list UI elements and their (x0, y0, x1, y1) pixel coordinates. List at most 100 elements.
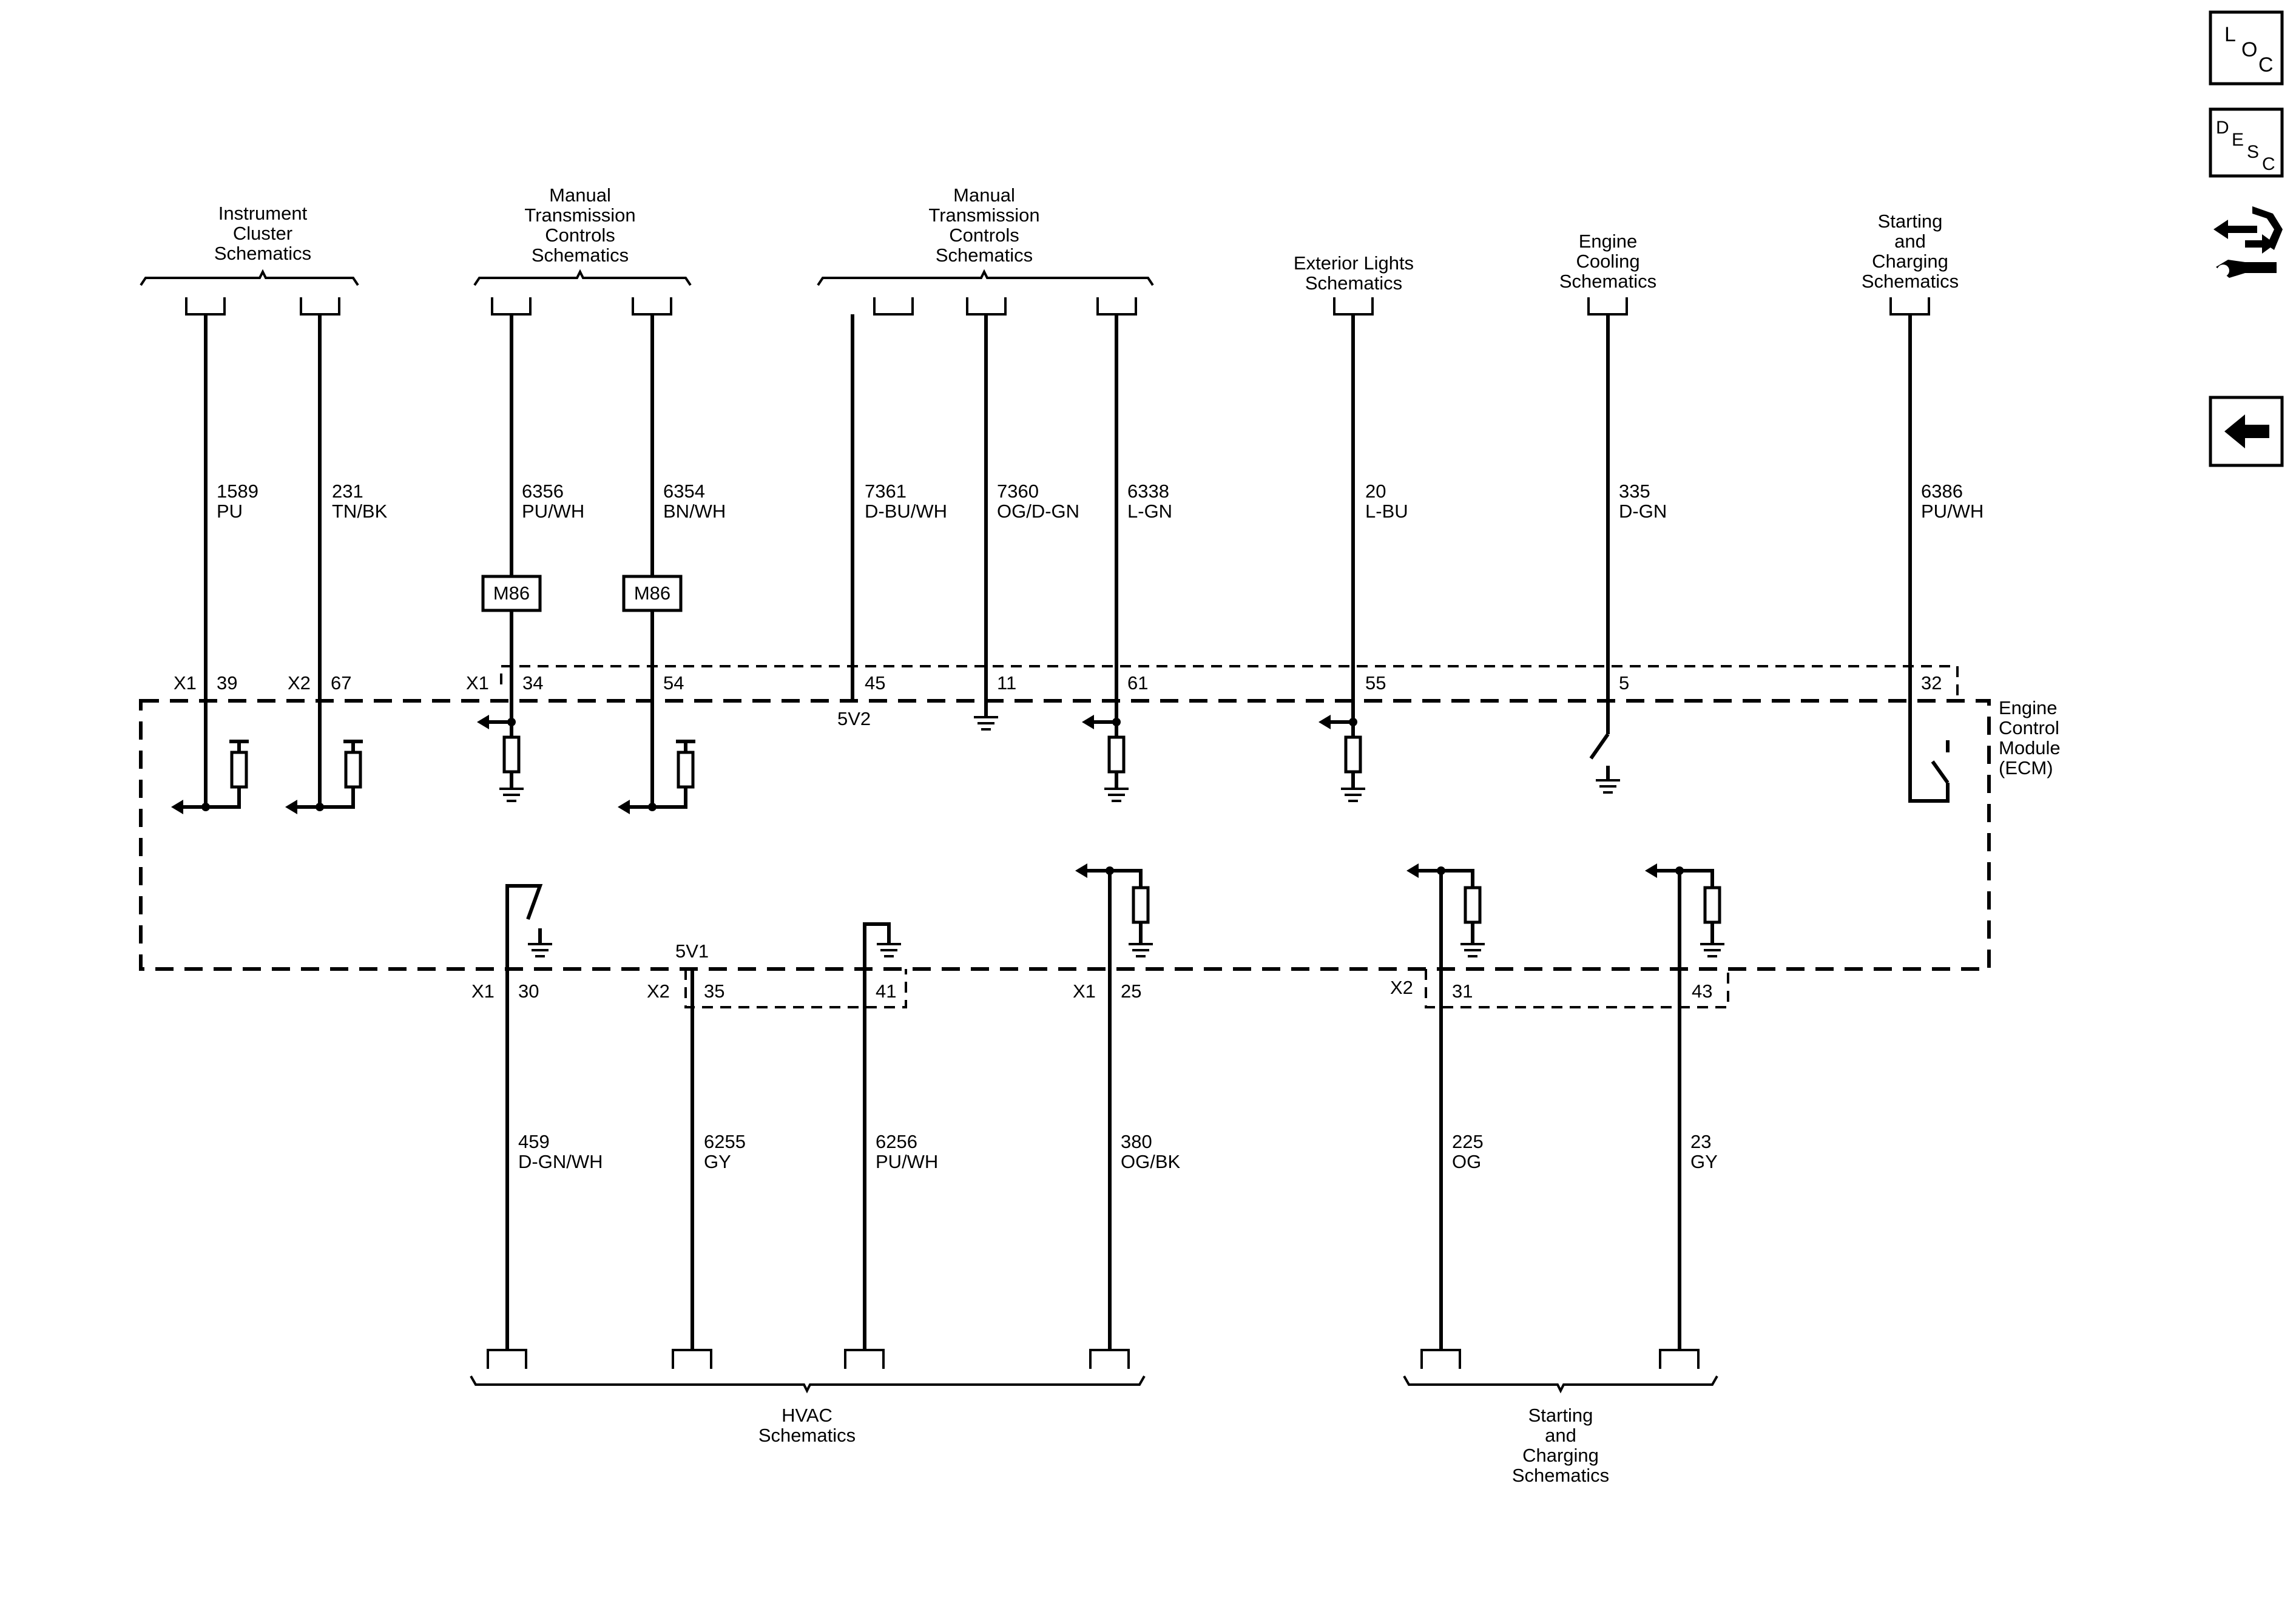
circuit-number: 6386 (1921, 481, 1963, 502)
terminal (966, 297, 1007, 316)
connector-label: X2 (647, 981, 670, 1002)
svg-text:L: L (2224, 23, 2236, 46)
svg-text:C: C (2258, 53, 2274, 76)
module-label: Module (1999, 737, 2061, 758)
circuit-number: 6338 (1127, 481, 1169, 502)
pin-number: 54 (663, 672, 684, 694)
header-line: Cluster (233, 223, 292, 244)
svg-text:Charging: Charging (1522, 1445, 1599, 1466)
pin-number: 39 (217, 672, 237, 694)
voltage-ref-label: 5V1 (675, 940, 709, 962)
connector-label: X1 (466, 672, 489, 694)
wire-color: PU/WH (522, 501, 584, 522)
header-brace (473, 269, 692, 286)
wire-color: PU/WH (1921, 501, 1984, 522)
svg-text:Starting: Starting (1878, 211, 1943, 232)
internal-circuit-top (171, 715, 1950, 814)
connector-label: X1 (471, 981, 495, 1002)
terminal (1333, 297, 1374, 316)
desc-button[interactable]: D E S C (2209, 107, 2284, 178)
svg-text:Manual: Manual (549, 184, 611, 206)
svg-text:and: and (1894, 231, 1926, 252)
internal-circuit-bottom (505, 863, 1724, 969)
svg-text:Charging: Charging (1872, 251, 1948, 272)
wire-color: TN/BK (332, 501, 388, 522)
circuit-number: 459 (518, 1131, 550, 1152)
wire-6386 (1908, 314, 1950, 803)
pin-number: 31 (1452, 981, 1473, 1002)
svg-text:Exterior Lights: Exterior Lights (1294, 252, 1414, 274)
svg-text:and: and (1545, 1425, 1576, 1446)
wire-color: L-GN (1127, 501, 1172, 522)
svg-text:Controls: Controls (949, 224, 1019, 246)
header-brace (817, 269, 1154, 286)
svg-text:E: E (2232, 130, 2244, 150)
circuit-number: 6256 (876, 1131, 917, 1152)
circuit-number: 23 (1690, 1131, 1711, 1152)
svg-text:D: D (2216, 118, 2229, 138)
terminal (1659, 1349, 1700, 1369)
header-engine-cooling: Engine Cooling Schematics (1559, 231, 1656, 292)
header-brace (140, 269, 359, 286)
bottom-wires (505, 969, 1681, 1350)
svg-text:Manual: Manual (953, 184, 1015, 206)
svg-text:M86: M86 (634, 582, 670, 604)
inline-connector-m86-a: M86 (481, 575, 542, 612)
circuit-number: 1589 (217, 481, 258, 502)
terminal (1089, 1349, 1130, 1369)
terminal (672, 1349, 712, 1369)
svg-text:HVAC: HVAC (782, 1405, 832, 1426)
wire-color: D-BU/WH (865, 501, 947, 522)
wire-color: D-GN (1619, 501, 1667, 522)
back-arrow-icon[interactable] (2209, 396, 2284, 467)
pin-number: 55 (1365, 672, 1386, 694)
pin-number: 67 (331, 672, 351, 694)
top-pin-labels: X1 39 X2 67 X1 34 54 45 11 61 55 5 32 5V… (174, 672, 1942, 729)
circuit-number: 7360 (997, 481, 1039, 502)
svg-text:Engine: Engine (1579, 231, 1638, 252)
circuit-number: 6255 (704, 1131, 746, 1152)
inline-connector-m86-b: M86 (622, 575, 683, 612)
pin-number: 25 (1121, 981, 1141, 1002)
wire-color: OG (1452, 1151, 1481, 1172)
terminal (491, 297, 532, 316)
connector-tool-icon[interactable] (2213, 206, 2283, 278)
svg-text:Schematics: Schematics (1862, 271, 1959, 292)
header-brace (470, 1376, 1146, 1394)
terminal (873, 297, 914, 316)
circuit-number: 380 (1121, 1131, 1152, 1152)
circuit-number: 335 (1619, 481, 1650, 502)
header-line: Instrument (218, 203, 308, 224)
terminal (1420, 1349, 1461, 1369)
pin-number: 41 (876, 981, 896, 1002)
wire-color: PU/WH (876, 1151, 938, 1172)
circuit-number: 6356 (522, 481, 564, 502)
svg-text:Schematics: Schematics (1305, 272, 1402, 294)
svg-text:C: C (2262, 154, 2275, 174)
terminal (1889, 297, 1930, 316)
module-label: Control (1999, 717, 2059, 738)
wire-color: BN/WH (663, 501, 726, 522)
pin-number: 61 (1127, 672, 1148, 694)
header-instrument-cluster: Instrument Cluster Schematics (140, 203, 359, 286)
ecm-module-boundary: Engine Control Module (ECM) (139, 665, 2061, 1008)
loc-button[interactable]: L O C (2209, 10, 2284, 86)
svg-text:Controls: Controls (545, 224, 615, 246)
terminal (487, 1349, 527, 1369)
bottom-terminals (487, 1349, 1700, 1369)
voltage-ref-label: 5V2 (837, 708, 871, 729)
svg-text:Schematics: Schematics (1512, 1465, 1609, 1486)
header-starting-charging-bottom: Starting and Charging Schematics (1403, 1376, 1718, 1486)
top-terminals (185, 297, 1930, 316)
connector-label: X1 (1073, 981, 1096, 1002)
header-manual-transmission-2: Manual Transmission Controls Schematics (817, 184, 1154, 286)
connector-label: X1 (174, 672, 197, 694)
terminal (632, 297, 672, 316)
wire-color: GY (1690, 1151, 1718, 1172)
svg-text:Cooling: Cooling (1576, 251, 1639, 272)
pin-number: 11 (997, 672, 1016, 694)
header-line: Schematics (214, 243, 311, 264)
circuit-number: 231 (332, 481, 363, 502)
terminal (1096, 297, 1137, 316)
circuit-number: 20 (1365, 481, 1386, 502)
